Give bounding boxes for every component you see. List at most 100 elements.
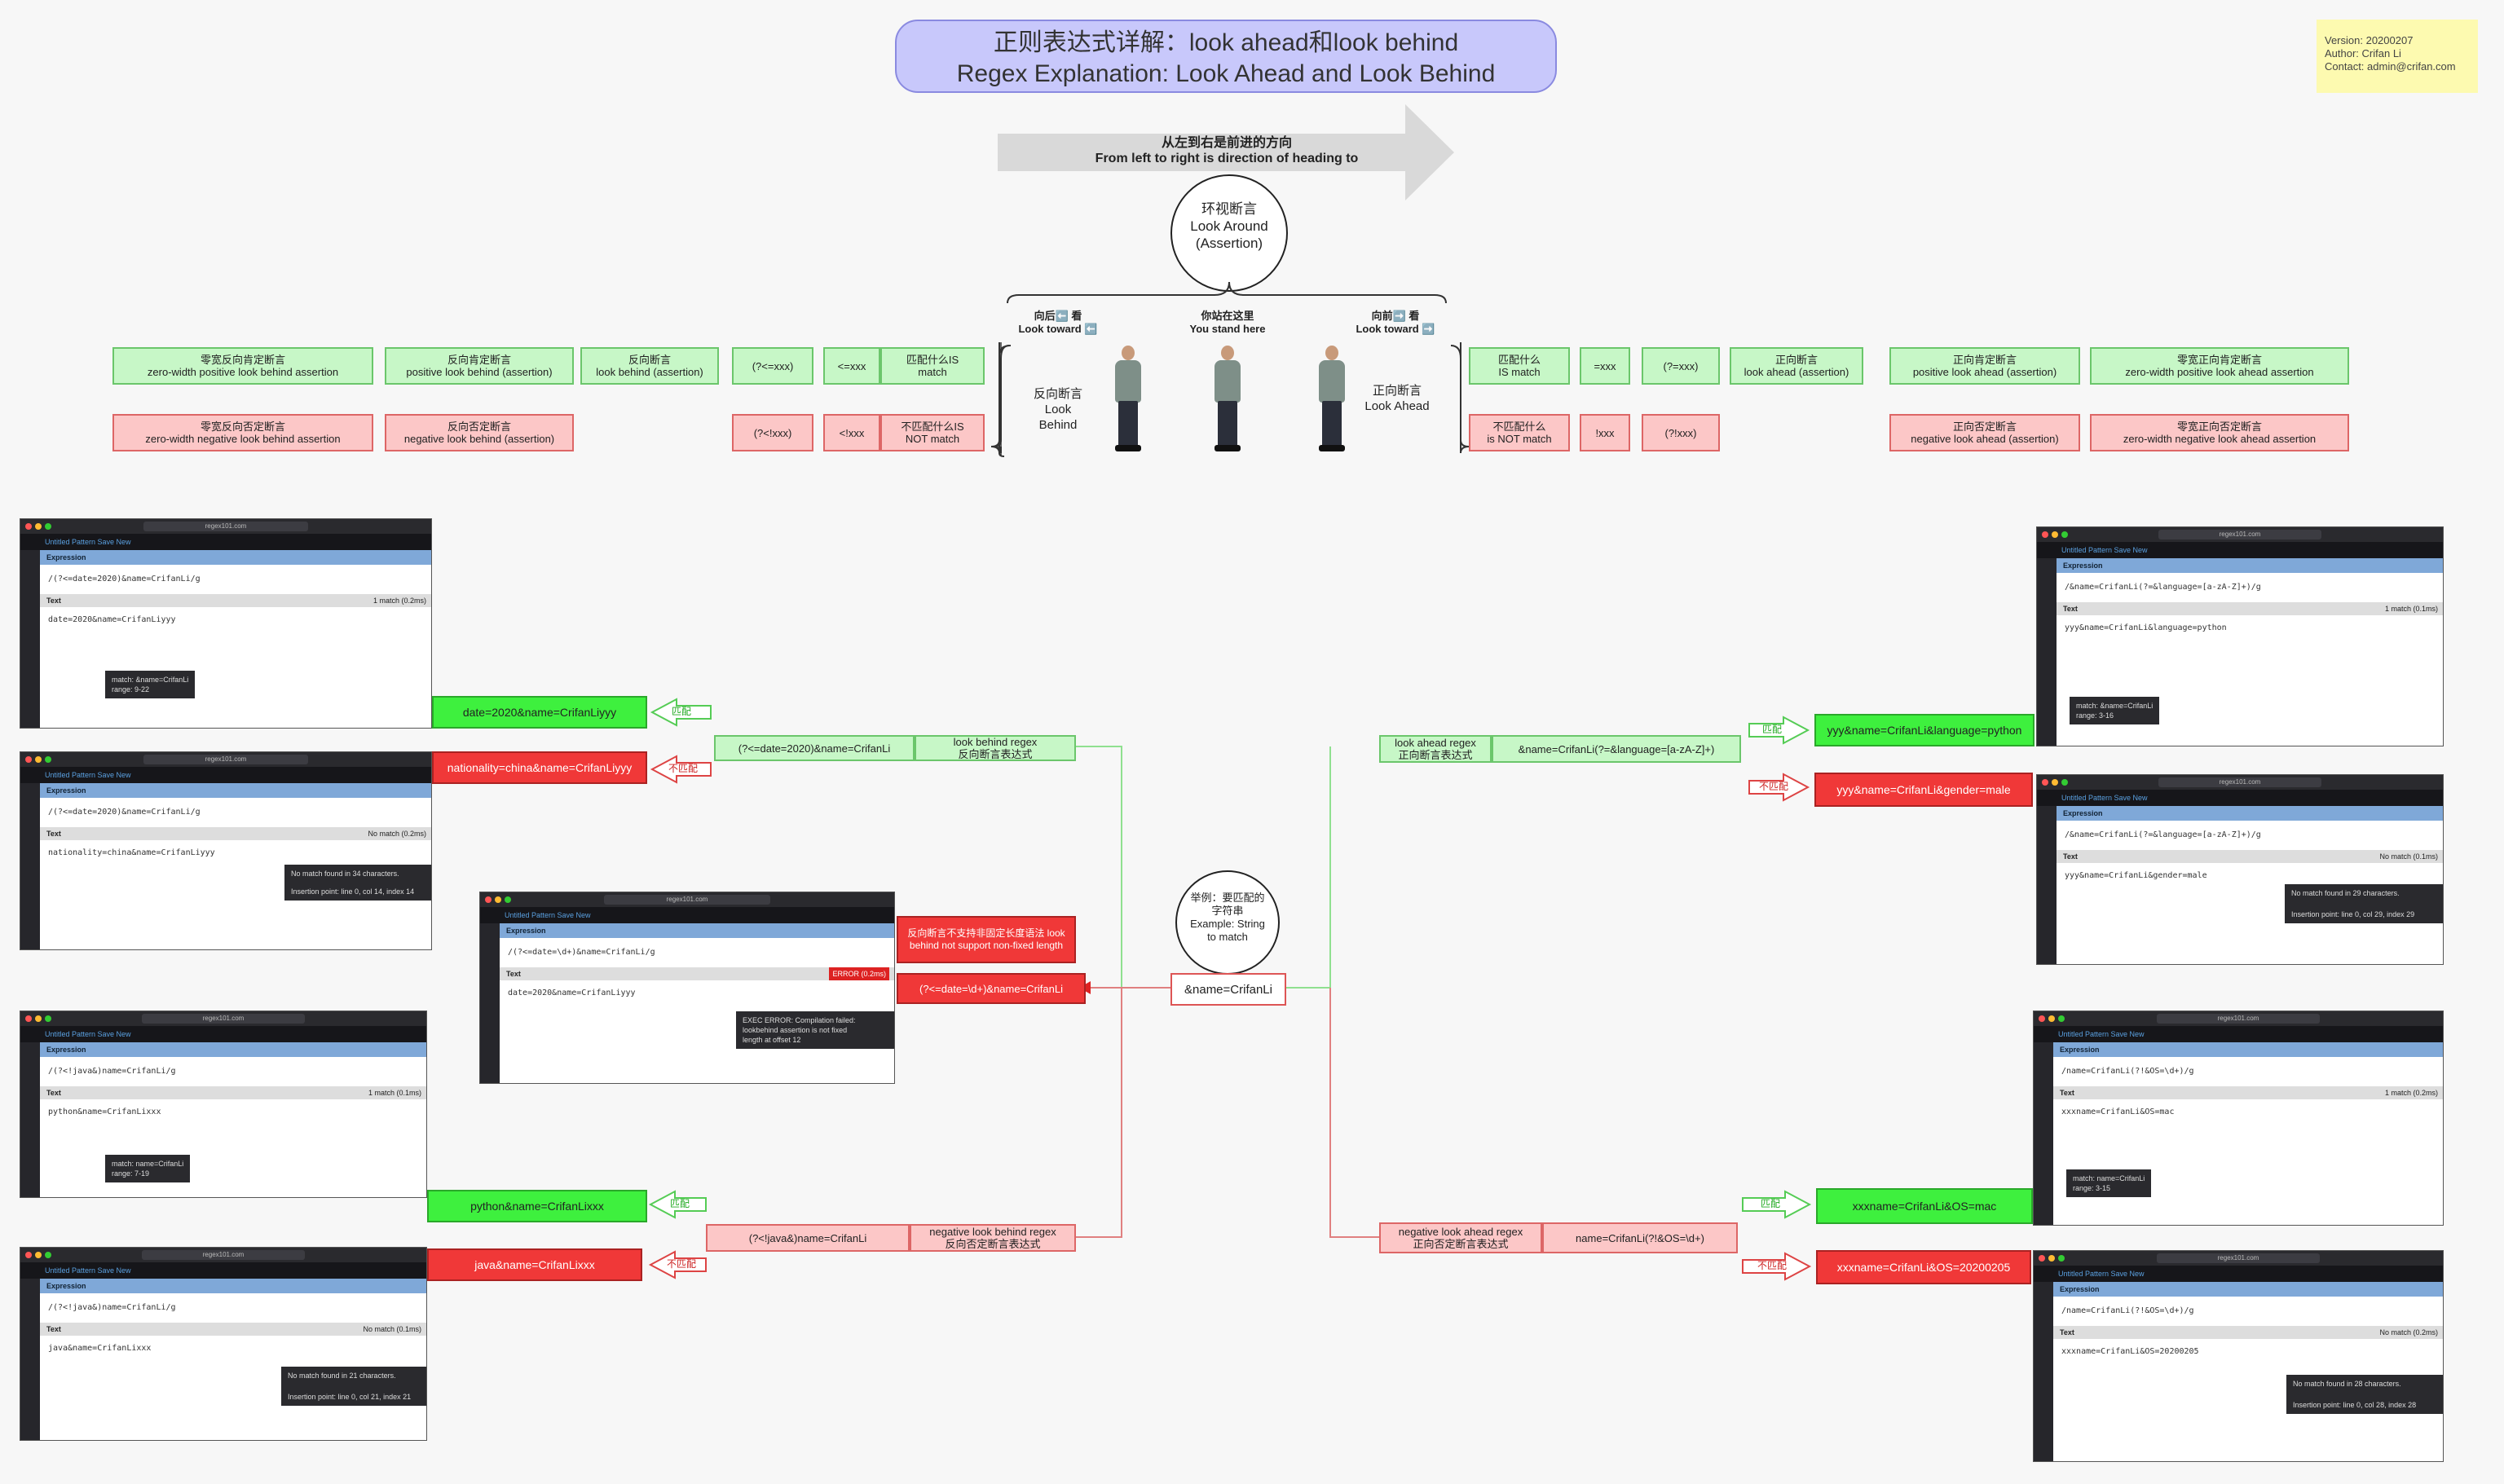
title-en: negative look behind regex (929, 1226, 1056, 1238)
expression-header: Expression (2053, 1282, 2443, 1297)
error-tooltip: EXEC ERROR: Compilation failed: lookbehi… (736, 1011, 894, 1049)
expression-header: Expression (2057, 806, 2443, 821)
title-zh: 正向否定断言表达式 (1413, 1238, 1509, 1250)
look-back-label: 向后⬅️ 看 Look toward ⬅️ (1009, 310, 1107, 336)
title-en: negative look ahead regex (1398, 1226, 1523, 1238)
expression-value: /(?<=date=2020)&name=CrifanLi/g (48, 808, 201, 817)
tip-line1: match: &name=CrifanLi (2076, 702, 2154, 710)
box-en: look ahead (assertion) (1744, 366, 1849, 378)
diagram-title: 正则表达式详解：look ahead和look behind Regex Exp… (895, 20, 1557, 93)
expression-value: /&name=CrifanLi(?=&language=[a-zA-Z]+)/g (2065, 583, 2261, 592)
nomatch-tooltip: No match found in 28 characters.Insertio… (2286, 1375, 2443, 1414)
box-zh: 不匹配什么IS (901, 421, 964, 433)
tool-sidebar (20, 783, 40, 949)
tool-sidebar (20, 1042, 40, 1197)
regex-screenshot-1: regex101.com Untitled Pattern Save New E… (20, 518, 432, 729)
test-string: nationality=china&name=CrifanLiyyy (48, 848, 215, 857)
tool-nav: Untitled Pattern Save New (2037, 542, 2443, 558)
match-status: 1 match (0.2ms) (373, 597, 426, 605)
lookbehind-error-note: 反向断言不支持非固定长度语法 look behind not support n… (897, 916, 1076, 963)
match-label-3: 匹配 (1762, 724, 1783, 735)
expression-header: Expression (40, 1042, 426, 1057)
tool-nav: Untitled Pattern Save New (2034, 1026, 2443, 1042)
test-string: date=2020&name=CrifanLiyyy (508, 989, 636, 997)
tip-line2: range: 9-22 (112, 685, 150, 694)
look-behind-en1: Look (1044, 403, 1072, 416)
person-look-behind (1110, 346, 1146, 451)
box-en: is NOT match (1487, 433, 1552, 445)
title-zh: 反向否定断言表达式 (945, 1238, 1041, 1250)
positive-lookbehind-syntax: (?<=xxx) (732, 347, 813, 385)
lookaround-sub: (Assertion) (1195, 236, 1263, 251)
look-forward-zh: 向前➡️ 看 (1371, 310, 1420, 322)
look-ahead-en: Look Ahead (1364, 399, 1430, 413)
direction-arrow (998, 104, 1454, 200)
box-en: match (918, 366, 947, 378)
tool-nav: Untitled Pattern Save New (20, 1262, 426, 1279)
tip-line2: range: 3-16 (2076, 711, 2114, 720)
text-header-label: Text (46, 597, 61, 605)
expression-header: Expression (40, 550, 431, 565)
tool-nav: Untitled Pattern Save New (480, 907, 894, 923)
look-behind-en2: Behind (1038, 418, 1078, 432)
text-header-label: Text (46, 1325, 61, 1333)
box-zh: 零宽正向肯定断言 (2176, 354, 2262, 366)
neg-lookbehind-match-result: python&name=CrifanLixxx (427, 1190, 647, 1222)
tool-sidebar (2034, 1042, 2053, 1225)
stand-here-en: You stand here (1189, 323, 1266, 335)
tip-line1: match: name=CrifanLi (112, 1160, 184, 1168)
title-en: Regex Explanation: Look Ahead and Look B… (956, 60, 1496, 87)
box-en: positive look ahead (assertion) (1912, 366, 2057, 378)
look-back-en: Look toward ⬅️ (1018, 323, 1098, 335)
text-header-label: Text (46, 830, 61, 838)
title-zh: 正向断言表达式 (1398, 749, 1473, 761)
nomatch-label-4: 不匹配 (1757, 1260, 1788, 1271)
match-status: 1 match (0.2ms) (2384, 1089, 2438, 1097)
regex-screenshot-5: regex101.com Untitled Pattern Save New E… (479, 892, 895, 1084)
neg-lookbehind-nomatch-result: java&name=CrifanLixxx (427, 1248, 642, 1281)
box-en: look behind (assertion) (596, 366, 703, 378)
tip-line2: Insertion point: line 0, col 28, index 2… (2293, 1401, 2417, 1409)
look-behind-label: 反向断言 Look Behind (1017, 386, 1099, 433)
expression-value: /(?<=date=2020)&name=CrifanLi/g (48, 575, 201, 583)
test-string: xxxname=CrifanLi&OS=mac (2061, 1107, 2175, 1116)
text-header-label: Text (2063, 852, 2078, 861)
title-en: look behind regex (953, 736, 1038, 748)
contact-text: Contact: admin@crifan.com (2325, 60, 2456, 73)
match-status: No match (0.2ms) (2379, 1328, 2438, 1336)
box-en: IS match (1498, 366, 1541, 378)
tool-sidebar (2037, 558, 2057, 746)
tip-line2: length at offset 12 (743, 1036, 801, 1044)
lookbehind-error-regex: (?<=date=\d+)&name=CrifanLi (897, 973, 1086, 1004)
negative-lookahead-short: !xxx (1580, 414, 1630, 451)
version-note: Version: 20200207 Author: Crifan Li Cont… (2317, 20, 2478, 93)
box-en: zero-width negative look behind assertio… (145, 433, 341, 445)
regex-screenshot-4: regex101.com Untitled Pattern Save New E… (20, 1247, 427, 1441)
expression-header: Expression (2053, 1042, 2443, 1057)
lookahead-regex-box: &name=CrifanLi(?=&language=[a-zA-Z]+) (1492, 735, 1741, 763)
tip-line1: No match found in 34 characters. (291, 870, 399, 878)
expression-value: /(?<!java&)name=CrifanLi/g (48, 1067, 176, 1076)
tip-line2: range: 3-15 (2073, 1184, 2111, 1192)
box-zh: 反向否定断言 (447, 421, 511, 433)
direction-en: From left to right is direction of headi… (1095, 152, 1359, 165)
lookaround-en: Look Around (1190, 218, 1268, 234)
regex-screenshot-3: regex101.com Untitled Pattern Save New E… (20, 1011, 427, 1198)
look-forward-label: 向前➡️ 看 Look toward ➡️ (1347, 310, 1444, 336)
tip-line1: match: name=CrifanLi (2073, 1174, 2145, 1182)
text-header-label: Text (506, 970, 521, 978)
box-en: zero-width positive look behind assertio… (147, 366, 339, 378)
